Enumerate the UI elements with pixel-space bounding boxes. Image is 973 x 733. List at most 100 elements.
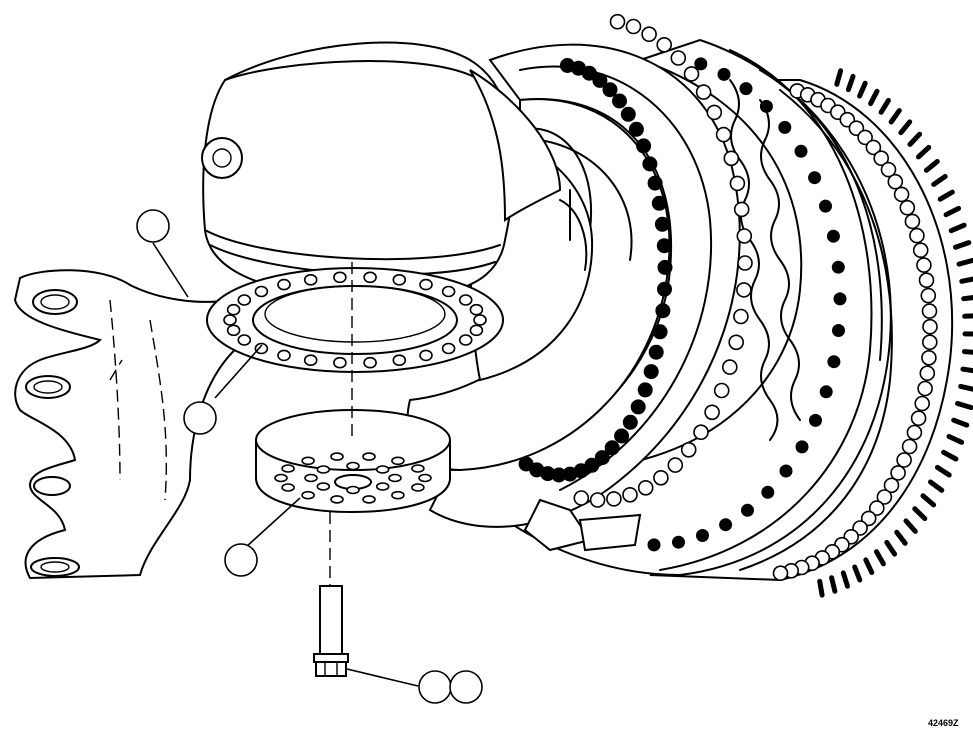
gear-tooth [960, 366, 973, 374]
gear-tooth [937, 189, 955, 202]
hub-bolt [918, 272, 935, 289]
hub-bolt [739, 82, 753, 96]
hub-bolt [910, 410, 927, 427]
hub-bolt [713, 382, 730, 399]
plate-bolt-hole [362, 495, 376, 504]
plate-bolt-hole [346, 485, 360, 495]
hub-bolt [589, 492, 606, 508]
plate-bolt-hole [375, 465, 390, 474]
plate-bolt-hole [301, 490, 315, 500]
hub-bolt [921, 303, 938, 319]
hub-bolt [670, 50, 687, 66]
hub-bolt [704, 404, 720, 421]
bracket-hole-bottom [30, 557, 80, 577]
gear-tooth [951, 417, 970, 428]
face-bolt-hole [392, 273, 407, 286]
hub-bolt [636, 138, 652, 154]
face-bolt-hole [277, 278, 291, 291]
plate-bolt-hole [362, 452, 376, 461]
hub-bolt [683, 66, 700, 82]
hub-bolt [647, 538, 661, 552]
gear-tooth [863, 557, 875, 575]
hub-bolt [706, 104, 723, 121]
face-bolt-hole [469, 324, 484, 337]
hub-bolt [733, 201, 750, 218]
hub-bolt [694, 57, 708, 71]
face-bolt-hole [226, 303, 241, 316]
gear-tooth [961, 295, 973, 302]
callout-leaders [152, 242, 419, 687]
hub-bolt [518, 456, 534, 472]
hub-bolt [651, 195, 667, 211]
gear-tooth [829, 575, 838, 594]
plate-bolt-hole [301, 456, 315, 466]
hub-bolt [827, 355, 841, 369]
gear-tooth [923, 159, 940, 173]
hub-bolt [717, 67, 731, 81]
hub-bolt [922, 318, 938, 335]
face-bolt-hole [237, 294, 252, 306]
hub-bolt [612, 93, 627, 109]
hub-bolt [916, 257, 932, 273]
gear-tooth [894, 529, 908, 546]
hub-bolt-circle [518, 13, 938, 582]
knuckle-housing [13, 41, 562, 580]
hub-bolt [890, 465, 906, 481]
hub-bolt [602, 82, 618, 98]
callout-2 [183, 401, 217, 435]
figure-id-label: 42469Z [928, 718, 959, 728]
bracket-hole-upper [32, 289, 78, 315]
face-bolt-hole [333, 271, 347, 284]
hub-bolt [628, 121, 644, 137]
gear-tooth [956, 257, 973, 267]
hub-bolt [657, 281, 672, 297]
gear-tooth [948, 222, 967, 234]
gear-tooth [878, 97, 891, 115]
face-bolt-hole [469, 303, 484, 316]
hub-bolt [614, 428, 630, 444]
face-bolt-hole [473, 314, 487, 326]
hub-bolt [819, 385, 833, 399]
plate-bolt-hole [281, 464, 295, 473]
hub-bolt [737, 255, 753, 271]
hub-bolt [759, 99, 773, 113]
face-bolt-hole [458, 294, 473, 306]
hub-bolt [594, 450, 610, 466]
hub-bolt [904, 213, 921, 230]
hub-bolt [672, 535, 685, 549]
gear-tooth [840, 570, 850, 589]
hub-bolt [826, 229, 840, 243]
hub-bolt [794, 144, 808, 158]
hub-bolt [921, 349, 937, 366]
face-bolt-hole [363, 356, 377, 369]
hub-bolt [736, 282, 752, 298]
hub-bolt [641, 26, 657, 43]
hub-bolt [809, 413, 822, 427]
face-bolt-hole [392, 354, 407, 367]
hub-bolt [723, 150, 740, 167]
hub-bolt [876, 489, 893, 505]
plate-bolt-hole [330, 452, 344, 461]
gear-tooth [907, 131, 923, 147]
adapter-plate [255, 409, 451, 514]
hub-bolt [860, 510, 877, 527]
face-bolt-hole [441, 342, 456, 355]
gear-tooth [946, 434, 965, 445]
callout-1 [136, 209, 170, 243]
gear-tooth [961, 349, 973, 355]
face-bolt-hole [419, 349, 433, 362]
gear-tooth [884, 539, 898, 557]
face-bolt-hole [441, 285, 456, 298]
hub-bolt [795, 440, 809, 454]
hub-bolt [778, 120, 792, 134]
hub-bolt [833, 292, 847, 306]
gear-tooth [962, 313, 973, 319]
plate-bolt-hole [391, 490, 405, 500]
bracket-hole-middle [25, 375, 71, 399]
gear-tooth [928, 479, 945, 493]
hub-bolt [657, 259, 673, 275]
gear-tooth [934, 464, 952, 478]
bracket-hole-lower [33, 476, 71, 496]
gear-tooth [920, 493, 937, 508]
hub-bolt [573, 490, 590, 506]
